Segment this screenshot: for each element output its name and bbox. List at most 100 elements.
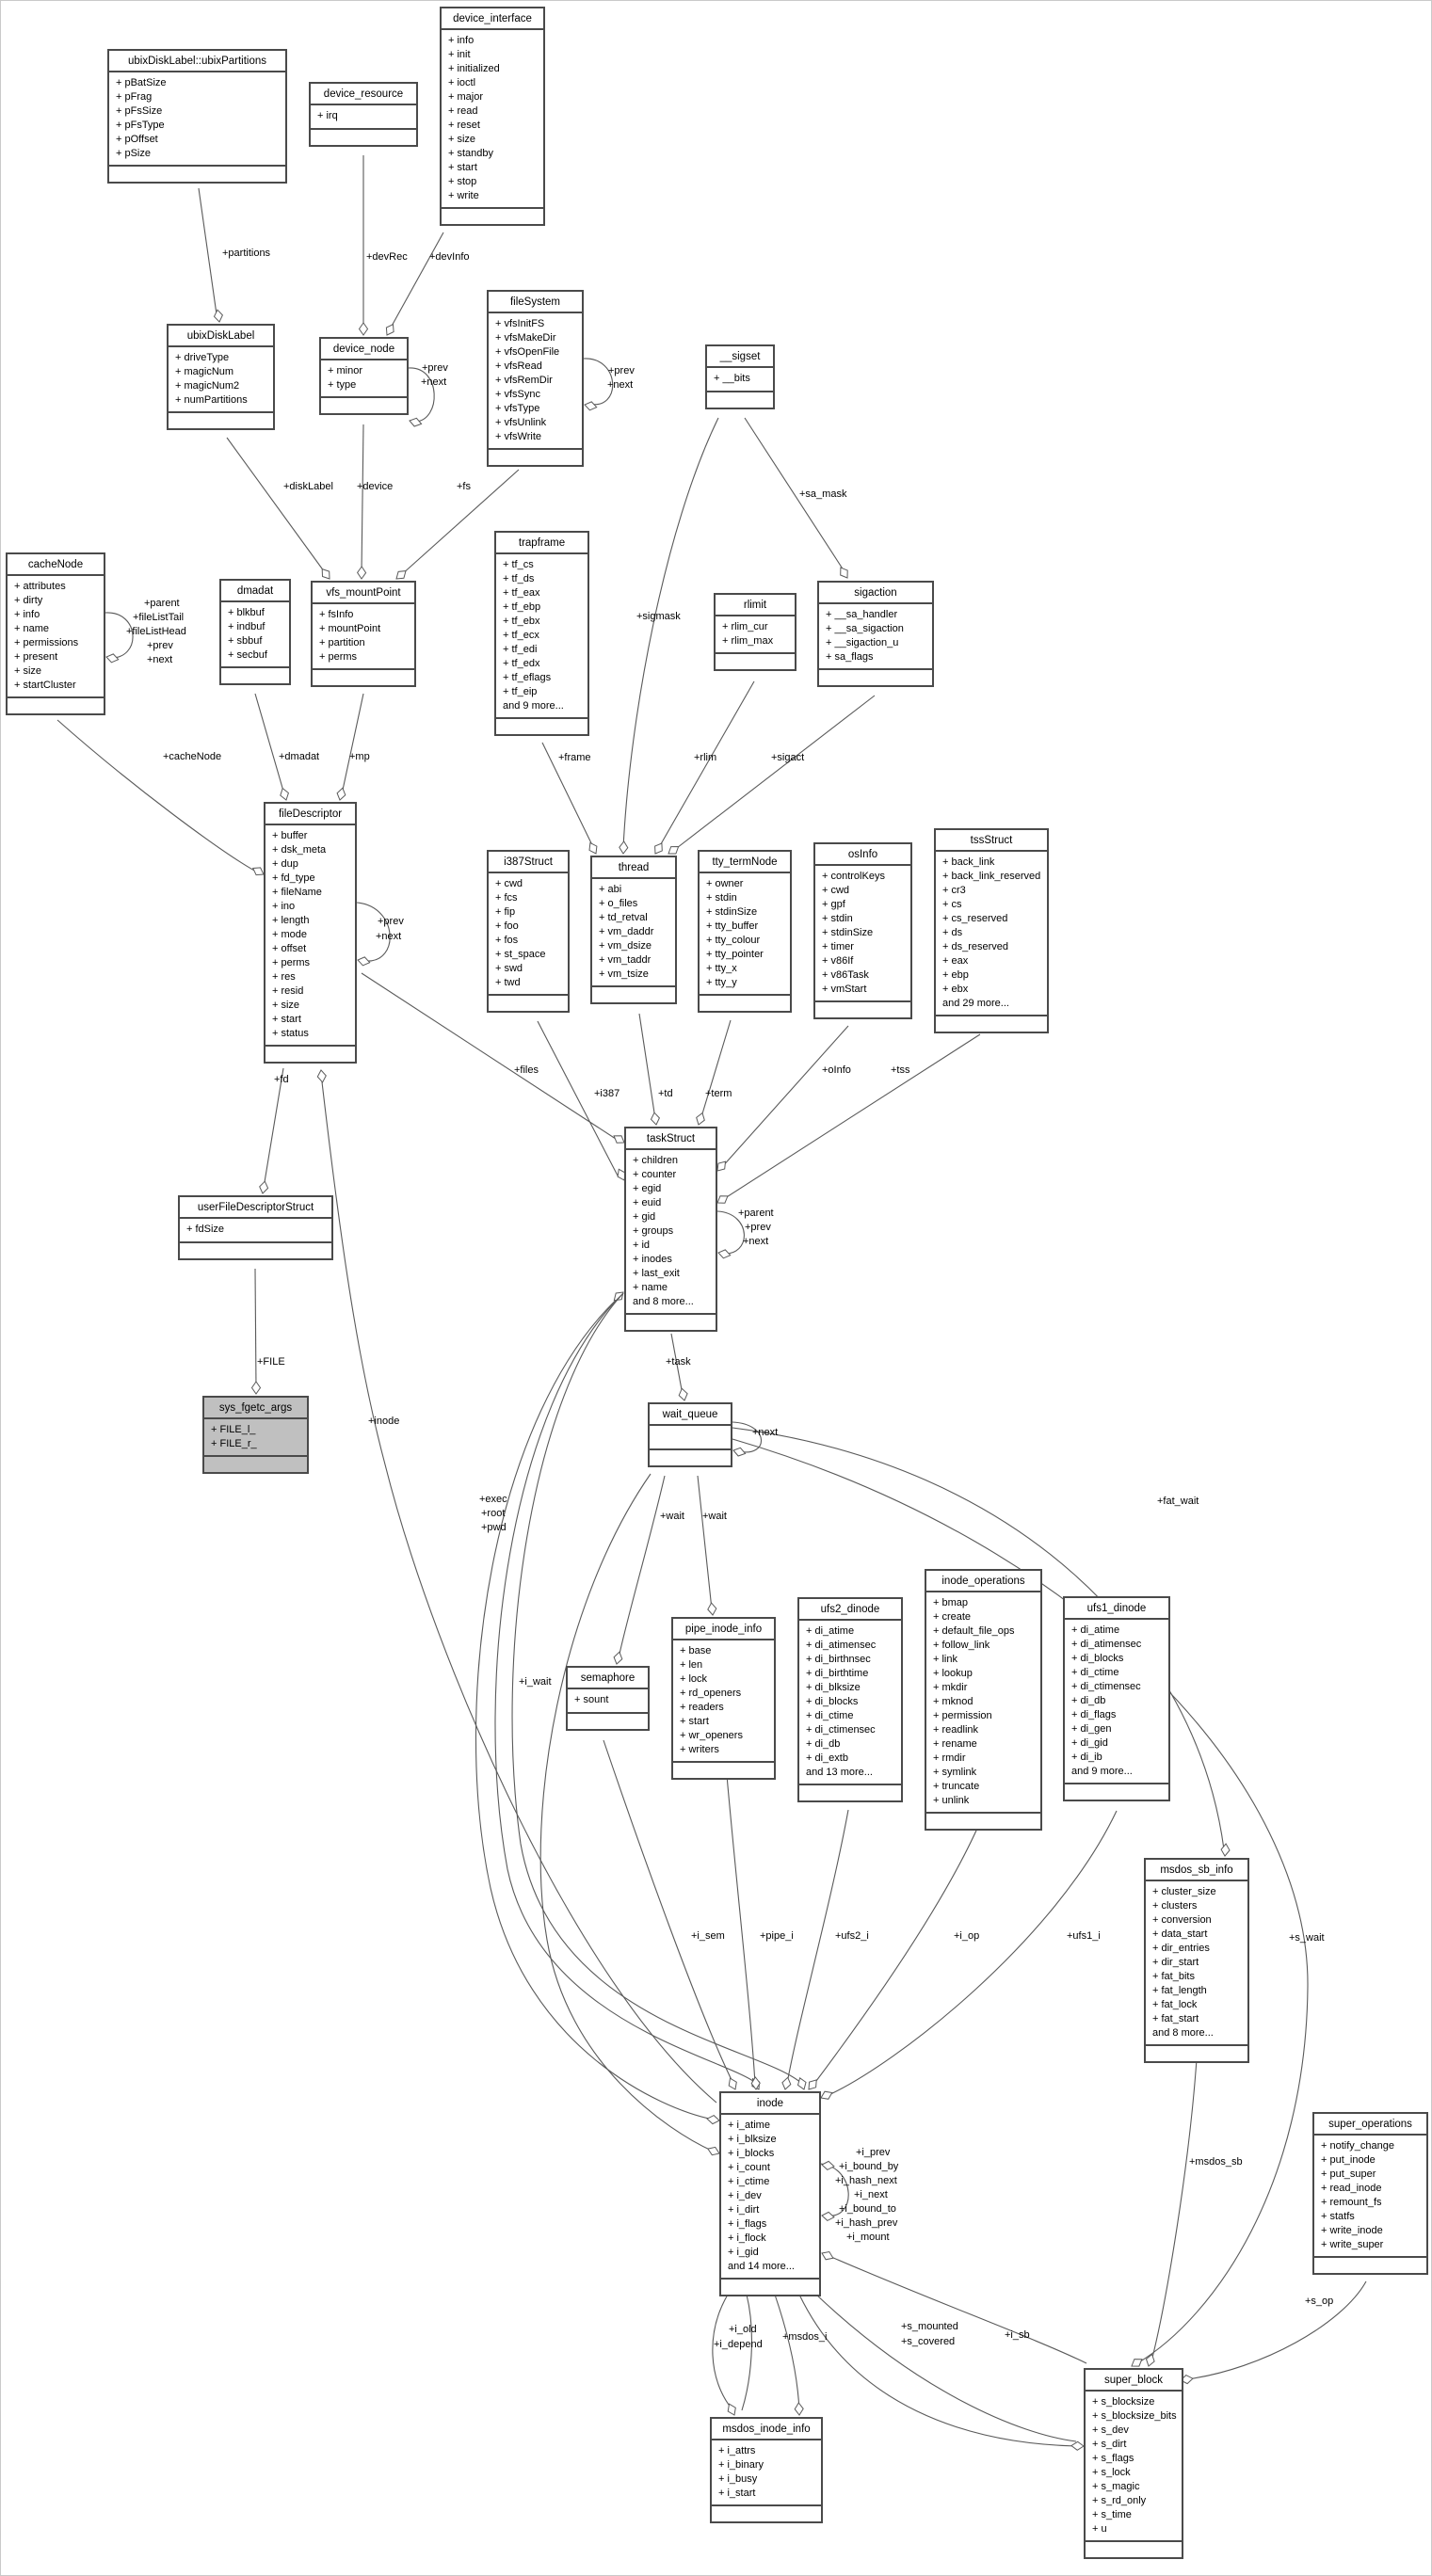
- class-attribute: + di_flags: [1071, 1709, 1117, 1720]
- class-box-filedescriptor[interactable]: fileDescriptor+ buffer+ dsk_meta+ dup+ f…: [264, 802, 357, 1064]
- class-attribute: + i_blksize: [728, 2134, 777, 2145]
- class-attribute: + perms: [319, 651, 358, 663]
- aggregation-diamond: [716, 1195, 729, 1204]
- class-box-taskstruct[interactable]: taskStruct+ children+ counter+ egid+ eui…: [624, 1127, 717, 1332]
- class-box-msdos-inode-info[interactable]: msdos_inode_info+ i_attrs+ i_binary+ i_b…: [710, 2417, 823, 2523]
- class-attribute: + pOffset: [116, 134, 158, 145]
- class-operations-empty: [169, 413, 273, 428]
- class-box-osinfo[interactable]: osInfo+ controlKeys+ cwd+ gpf+ stdin+ st…: [813, 842, 912, 1019]
- class-attribute: + s_magic: [1092, 2481, 1140, 2492]
- class-attribute: + di_blksize: [806, 1682, 861, 1693]
- class-attribute: + fat_bits: [1152, 1971, 1195, 1982]
- class-box-sys-fgetc-args[interactable]: sys_fgetc_args+ FILE_l_+ FILE_r_: [202, 1396, 309, 1474]
- class-attribute: + vm_taddr: [599, 954, 652, 966]
- class-attribute: + base: [680, 1645, 712, 1656]
- class-attribute: + offset: [272, 943, 307, 954]
- class-box-filesystem[interactable]: fileSystem+ vfsInitFS+ vfsMakeDir+ vfsOp…: [487, 290, 584, 467]
- class-attribute: + read_inode: [1321, 2183, 1382, 2194]
- edge-label: +i_old: [729, 2324, 757, 2335]
- class-box-ufs1-dinode[interactable]: ufs1_dinode+ di_atime+ di_atimensec+ di_…: [1063, 1596, 1170, 1801]
- aggregation-diamond: [821, 2160, 835, 2171]
- class-box-cachenode[interactable]: cacheNode+ attributes+ dirty+ info+ name…: [6, 552, 105, 715]
- edge-line: [400, 469, 520, 576]
- class-attribute: + i_gid: [728, 2247, 759, 2258]
- class-box-inode-operations[interactable]: inode_operations+ bmap+ create+ default_…: [925, 1569, 1042, 1831]
- class-box-rlimit[interactable]: rlimit+ rlim_cur+ rlim_max: [714, 593, 796, 671]
- class-box-dmadat[interactable]: dmadat+ blkbuf+ indbuf+ sbbuf+ secbuf: [219, 579, 291, 685]
- class-operations-empty: [321, 398, 407, 413]
- class-box-super-operations[interactable]: super_operations+ notify_change+ put_ino…: [1312, 2112, 1428, 2275]
- class-box-ubixdisklabel-ubixpartitions[interactable]: ubixDiskLabel::ubixPartitions+ pBatSize+…: [107, 49, 287, 184]
- class-operations-empty: [204, 1457, 307, 1472]
- class-box-thread[interactable]: thread+ abi+ o_files+ td_retval+ vm_dadd…: [590, 856, 677, 1004]
- edge-label: +wait: [660, 1511, 684, 1522]
- class-attribute: + back_link_reserved: [942, 871, 1041, 882]
- class-box-pipe-inode-info[interactable]: pipe_inode_info+ base+ len+ lock+ rd_ope…: [671, 1617, 776, 1780]
- class-box-msdos-sb-info[interactable]: msdos_sb_info+ cluster_size+ clusters+ c…: [1144, 1858, 1249, 2063]
- class-attributes: + minor+ type: [321, 360, 407, 398]
- class-attribute: + lock: [680, 1673, 708, 1685]
- aggregation-diamond: [781, 2076, 792, 2090]
- class-box-trapframe[interactable]: trapframe+ tf_cs+ tf_ds+ tf_eax+ tf_ebp+…: [494, 531, 589, 736]
- edge-label: +device: [357, 481, 394, 492]
- class-attribute: + s_time: [1092, 2509, 1132, 2520]
- class-attribute: + permission: [933, 1710, 992, 1721]
- class-box-device-interface[interactable]: device_interface+ info+ init+ initialize…: [440, 7, 545, 226]
- class-attribute: + ino: [272, 901, 296, 912]
- class-attribute: + v86If: [822, 955, 854, 967]
- edge-label: +dmadat: [279, 751, 320, 762]
- class-attribute: + sount: [574, 1694, 609, 1705]
- class-box-device-resource[interactable]: device_resource+ irq: [309, 82, 418, 147]
- class-attribute: + s_flags: [1092, 2453, 1134, 2464]
- class-attribute: + __sa_sigaction: [826, 623, 904, 634]
- class-box-sigset[interactable]: __sigset+ __bits: [705, 344, 775, 409]
- class-attribute: + fd_type: [272, 872, 315, 884]
- class-attributes: + children+ counter+ egid+ euid+ gid+ gr…: [626, 1150, 716, 1315]
- class-title: pipe_inode_info: [673, 1619, 774, 1640]
- class-attribute: + perms: [272, 957, 311, 968]
- class-attribute: + mountPoint: [319, 623, 381, 634]
- class-attributes: + back_link+ back_link_reserved+ cr3+ cs…: [936, 852, 1047, 1016]
- class-attribute: + dsk_meta: [272, 844, 327, 856]
- class-box-tssstruct[interactable]: tssStruct+ back_link+ back_link_reserved…: [934, 828, 1049, 1033]
- class-operations-empty: [700, 996, 790, 1011]
- edge-label: +devInfo: [429, 251, 470, 263]
- edge-line: [356, 902, 391, 962]
- class-attributes: + blkbuf+ indbuf+ sbbuf+ secbuf: [221, 602, 289, 668]
- class-attribute: + vfsSync: [495, 389, 540, 400]
- class-attributes: + di_atime+ di_atimensec+ di_blocks+ di_…: [1065, 1620, 1168, 1784]
- edge-line: [539, 1473, 715, 2152]
- class-attribute: + s_lock: [1092, 2467, 1131, 2478]
- edge-label: +s_covered: [901, 2336, 956, 2347]
- class-box-userfiledescriptorstruct[interactable]: userFileDescriptorStruct+ fdSize: [178, 1195, 333, 1260]
- class-attributes: + fsInfo+ mountPoint+ partition+ perms: [313, 604, 414, 670]
- class-attribute: + tf_ebx: [503, 616, 540, 627]
- class-box-wait-queue[interactable]: wait_queue: [648, 1402, 732, 1467]
- class-attributes: + cwd+ fcs+ fip+ foo+ fos+ st_space+ swd…: [489, 873, 568, 996]
- class-attribute: + vfsOpenFile: [495, 346, 560, 358]
- edge-line: [716, 1210, 745, 1255]
- class-box-semaphore[interactable]: semaphore+ sount: [566, 1666, 650, 1731]
- class-attribute: + blkbuf: [228, 607, 265, 618]
- class-attribute: + vfsInitFS: [495, 318, 545, 329]
- class-title: userFileDescriptorStruct: [180, 1197, 331, 1219]
- edge-label: +next: [607, 379, 634, 391]
- edge-label: +sigmask: [636, 611, 681, 622]
- aggregation-diamond: [259, 1180, 269, 1194]
- class-attribute: + pFsType: [116, 120, 165, 131]
- class-title: tty_termNode: [700, 852, 790, 873]
- class-box-ufs2-dinode[interactable]: ufs2_dinode+ di_atime+ di_atimensec+ di_…: [797, 1597, 903, 1802]
- aggregation-diamond: [654, 842, 663, 855]
- class-box-i387struct[interactable]: i387Struct+ cwd+ fcs+ fip+ foo+ fos+ st_…: [487, 850, 570, 1013]
- edge-label: +root: [481, 1508, 506, 1519]
- class-box-vfs-mountpoint[interactable]: vfs_mountPoint+ fsInfo+ mountPoint+ part…: [311, 581, 416, 687]
- class-box-inode[interactable]: inode+ i_atime+ i_blksize+ i_blocks+ i_c…: [719, 2091, 821, 2296]
- class-box-device-node[interactable]: device_node+ minor+ type: [319, 337, 409, 415]
- class-attribute: + start: [680, 1716, 709, 1727]
- class-box-sigaction[interactable]: sigaction+ __sa_handler+ __sa_sigaction+…: [817, 581, 934, 687]
- class-attributes: + bmap+ create+ default_file_ops+ follow…: [926, 1592, 1040, 1814]
- class-box-tty-termnode[interactable]: tty_termNode+ owner+ stdin+ stdinSize+ t…: [698, 850, 792, 1013]
- class-attribute: + rlim_max: [722, 635, 774, 647]
- class-box-super-block[interactable]: super_block+ s_blocksize+ s_blocksize_bi…: [1084, 2368, 1183, 2559]
- class-box-ubixdisklabel[interactable]: ubixDiskLabel+ driveType+ magicNum+ magi…: [167, 324, 275, 430]
